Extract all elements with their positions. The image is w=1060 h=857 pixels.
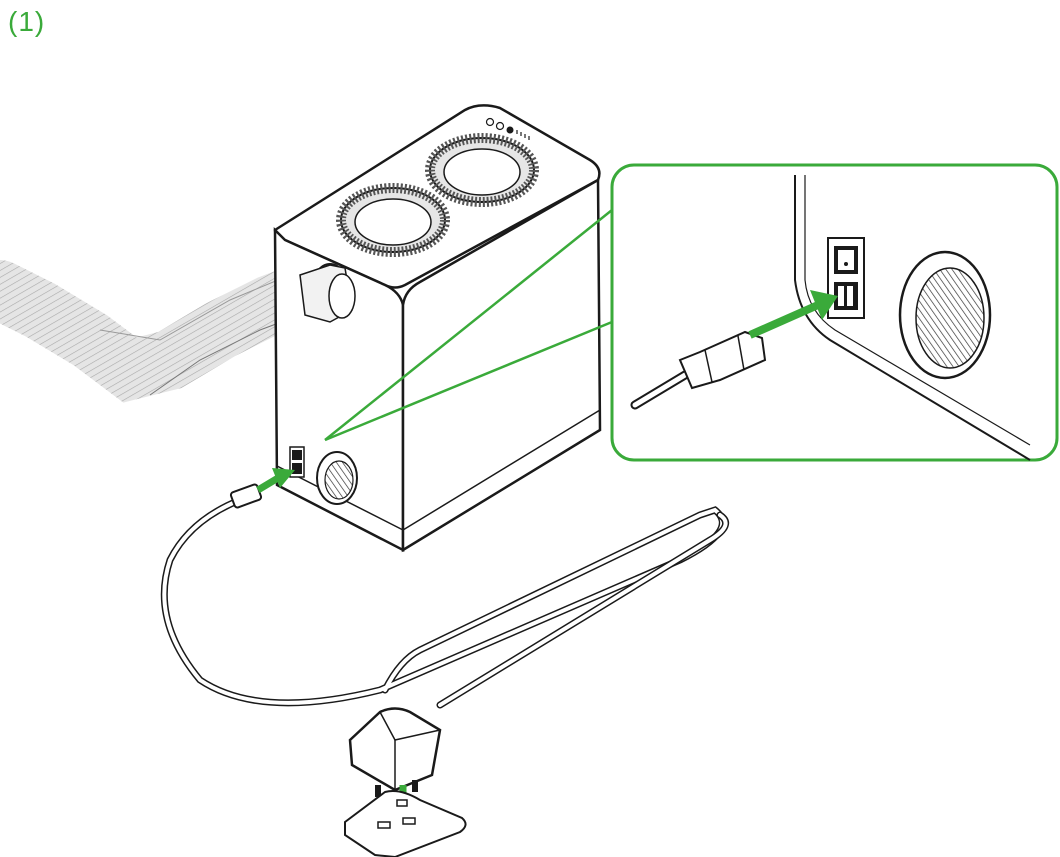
wall-socket <box>344 790 467 857</box>
fume-extractor-unit <box>273 104 602 553</box>
zoom-callout-lines <box>324 209 613 442</box>
hose-port <box>299 263 356 323</box>
power-switch-and-inlet <box>289 446 305 478</box>
fan-intake-left <box>336 183 450 257</box>
iec-connector-zoomed <box>630 330 767 410</box>
zoom-inset <box>610 163 1059 462</box>
power-cord <box>160 496 730 709</box>
exhaust-vent-zoomed <box>898 250 992 380</box>
flexible-hose <box>0 260 340 403</box>
step-label: (1) <box>8 6 46 37</box>
fan-intake-right <box>425 133 539 207</box>
uk-plug <box>348 707 442 797</box>
insert-arrow-icon-unit <box>256 468 295 494</box>
control-indicator-icons <box>485 117 530 140</box>
exhaust-vent <box>316 451 358 505</box>
insert-arrow-icon-inset <box>748 290 838 339</box>
power-inlet-zoomed <box>827 237 865 319</box>
